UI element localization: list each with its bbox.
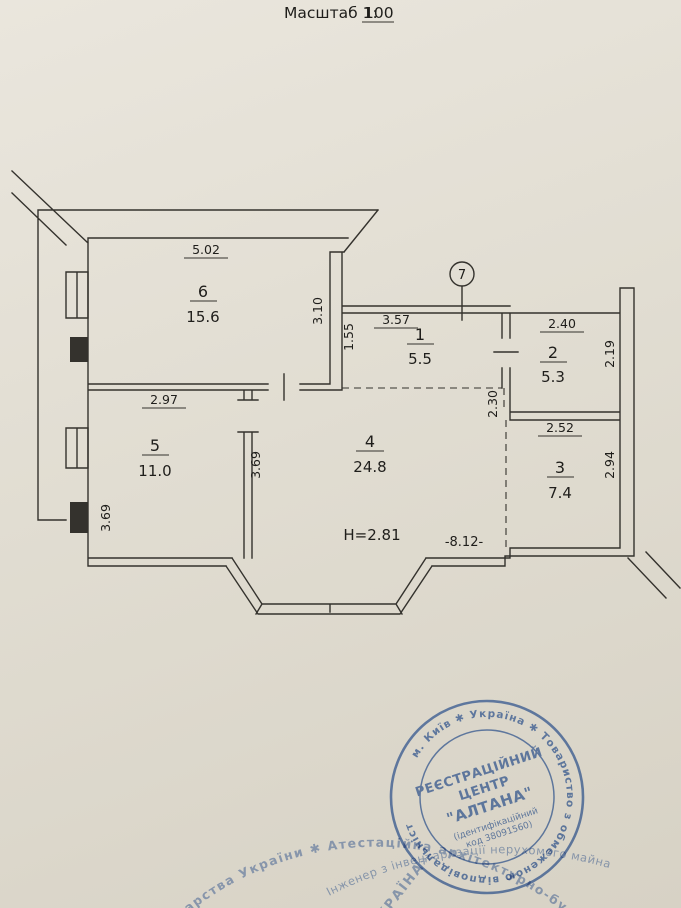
dim-room6-width: 5.02 (192, 242, 220, 257)
dim-room5-width: 2.97 (150, 392, 178, 407)
dashed-partition-lines (342, 387, 507, 548)
dim-room4-right: 2.30 (485, 390, 500, 418)
room1-area: 5.5 (408, 350, 432, 368)
marker-7-circle (449, 261, 475, 287)
dim-room5-left: 3.69 (98, 504, 113, 532)
floor-level-note: -8.12- (445, 535, 484, 550)
dim-room4-left: 3.69 (248, 451, 263, 479)
dim-room3-depth: 2.94 (602, 451, 617, 479)
dim-room6-depth: 3.10 (310, 297, 325, 325)
room1-number: 1 (415, 325, 425, 344)
dim-room1-width: 3.57 (382, 312, 410, 327)
scale-label: Масштаб 1: (284, 4, 378, 22)
stamp-inner-circle (419, 729, 555, 865)
room4-area: 24.8 (353, 458, 386, 476)
wall-lines (11, 170, 681, 615)
left-windows (65, 271, 89, 533)
plan-walls (11, 170, 681, 615)
dimension-underlines (142, 257, 584, 478)
registration-stamp: м. Київ ✱ Україна ✱ Товариство з обмежен… (375, 685, 599, 908)
dim-room3-width: 2.52 (546, 420, 574, 435)
room5-number: 5 (150, 436, 160, 455)
dim-room2-depth: 2.19 (602, 340, 617, 368)
dim-room1-depth: 1.55 (341, 323, 356, 351)
room2-number: 2 (548, 343, 558, 362)
room3-number: 3 (555, 458, 565, 477)
room5-area: 11.0 (138, 462, 171, 480)
room6-number: 6 (198, 282, 208, 301)
dim-room2-width: 2.40 (548, 316, 576, 331)
secondary-stamp: господарства України ✱ Атестаційна архіт… (0, 0, 612, 908)
room4-number: 4 (365, 432, 375, 451)
room6-area: 15.6 (186, 308, 219, 326)
secondary-stamp-arc1: господарства України ✱ Атестаційна архіт… (0, 0, 598, 908)
room2-area: 5.3 (541, 368, 565, 386)
wall-pier-1 (70, 337, 88, 362)
section-marker-7: 7 (449, 261, 475, 287)
window-box-1 (65, 271, 89, 319)
scale-title: Масштаб 1: 100 (284, 4, 394, 23)
secondary-stamp-arc1-text: господарства України ✱ Атестаційна архіт… (0, 0, 598, 908)
room-labels: 6 15.6 1 5.5 2 5.3 3 7.4 4 24.8 5 11.0 Н… (138, 282, 572, 550)
dimension-labels: 5.02 3.57 2.40 2.97 2.52 3.10 1.55 2.19 … (98, 242, 617, 532)
window-box-2 (65, 427, 89, 469)
room3-area: 7.4 (548, 484, 572, 502)
scale-value: 100 (364, 4, 394, 22)
stamp-outer-circle (389, 699, 585, 895)
marker-7-label: 7 (458, 268, 466, 283)
wall-pier-2 (70, 502, 88, 533)
ceiling-height-note: Н=2.81 (343, 526, 400, 544)
